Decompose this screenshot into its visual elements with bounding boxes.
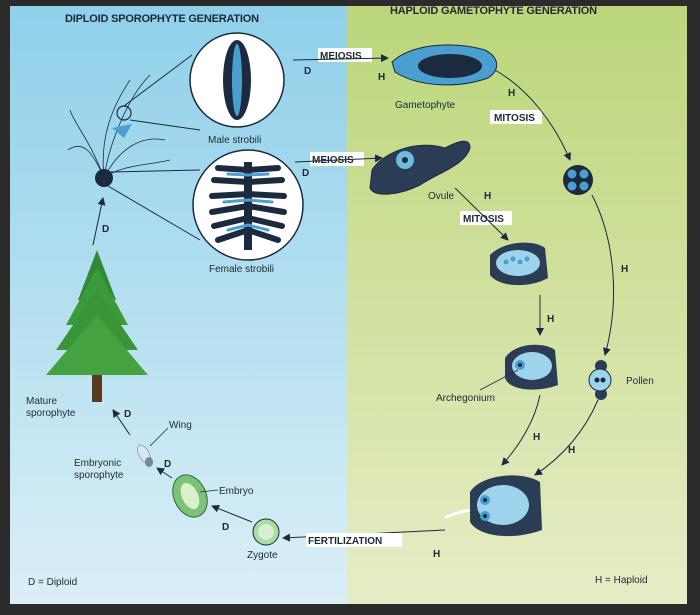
- mature-sporophyte-label: Mature sporophyte: [26, 396, 76, 419]
- female-cone-small: [95, 169, 113, 187]
- haploid-marker-1: H: [378, 72, 385, 83]
- arrow-tree-to-shoot: [92, 197, 106, 246]
- male-gametophyte-illustration: [391, 44, 498, 86]
- mitosis-box-1: [490, 110, 542, 124]
- zygote-illustration: [252, 518, 280, 546]
- diploid-header: DIPLOID SPOROPHYTE GENERATION: [65, 13, 259, 25]
- arrow-seed-to-tree: [112, 409, 131, 436]
- fertilization-box: [306, 533, 402, 547]
- arrow-zygote-to-embryo: [211, 504, 253, 523]
- female-strobili-illustration: [209, 162, 287, 250]
- ovule-label: Ovule: [428, 191, 455, 202]
- haploid-marker-4: H: [547, 314, 554, 325]
- embryo-label: Embryo: [219, 486, 254, 497]
- haploid-marker-6: H: [533, 432, 540, 443]
- gametophyte-label: Gametophyte: [395, 100, 455, 111]
- diploid-panel: [10, 6, 347, 604]
- haploid-marker-7: H: [568, 445, 575, 456]
- mitosis-label-1: MITOSIS: [494, 113, 535, 124]
- winged-seed-illustration: [136, 444, 153, 467]
- embryo-illustration: [172, 474, 208, 518]
- female-gametophyte-illustration: [490, 242, 548, 286]
- wing-label: Wing: [169, 420, 192, 431]
- mitosis-arrow-2: [454, 187, 509, 241]
- pollen-label: Pollen: [626, 376, 654, 387]
- zoom-lines: [107, 54, 201, 241]
- female-strobili-label: Female strobili: [209, 264, 274, 275]
- diploid-marker-6: D: [124, 409, 131, 420]
- embryo-pointer: [199, 489, 219, 493]
- archegonium-illustration: [505, 344, 558, 390]
- meiosis-box-2: [310, 152, 364, 166]
- embryonic-sporophyte-label: Embryonic sporophyte: [74, 458, 124, 481]
- pine-shoot-illustration: [67, 74, 171, 179]
- diploid-marker-4: D: [222, 522, 229, 533]
- pollen-grain-illustration: [588, 360, 612, 400]
- haploid-marker-3: H: [484, 191, 491, 202]
- diploid-marker-3: D: [302, 168, 309, 179]
- meiosis-arrow-1: [292, 54, 389, 63]
- mitosis-arrow-1: [494, 69, 571, 161]
- archegonium-label: Archegonium: [436, 393, 495, 404]
- male-strobili-illustration: [223, 40, 251, 120]
- pine-tree-illustration: [46, 250, 148, 402]
- haploid-marker-5: H: [621, 264, 628, 275]
- arrow-embryo-to-seed: [156, 467, 173, 479]
- wing-pointer: [149, 427, 169, 447]
- zygote-label: Zygote: [247, 550, 278, 561]
- mitosis-label-2: MITOSIS: [463, 214, 504, 225]
- haploid-marker-2: H: [508, 88, 515, 99]
- fertilization-ovule-illustration: [444, 475, 542, 537]
- diploid-legend: D = Diploid: [28, 577, 77, 588]
- meiosis-arrow-2: [294, 154, 383, 163]
- archegonium-pointer: [479, 369, 519, 391]
- fertilization-label: FERTILIZATION: [308, 536, 382, 547]
- arrow-tetrad-to-pollen: [591, 194, 615, 356]
- haploid-legend: H = Haploid: [595, 575, 648, 586]
- diploid-marker-1: D: [102, 224, 109, 235]
- diploid-marker-2: D: [304, 66, 311, 77]
- arrow-pollen-to-fertilization: [534, 399, 599, 476]
- pollen-tetrad-illustration: [563, 165, 593, 195]
- diploid-marker-5: D: [164, 459, 171, 470]
- male-cone-small: [112, 124, 132, 138]
- haploid-header: HAPLOID GAMETOPHYTE GENERATION: [390, 5, 597, 17]
- haploid-marker-8: H: [433, 549, 440, 560]
- male-strobili-label: Male strobili: [208, 135, 261, 146]
- arrow-archegonium-to-fertilization: [501, 394, 541, 466]
- ovule-illustration: [369, 140, 471, 195]
- meiosis-label-1: MEIOSIS: [320, 51, 362, 62]
